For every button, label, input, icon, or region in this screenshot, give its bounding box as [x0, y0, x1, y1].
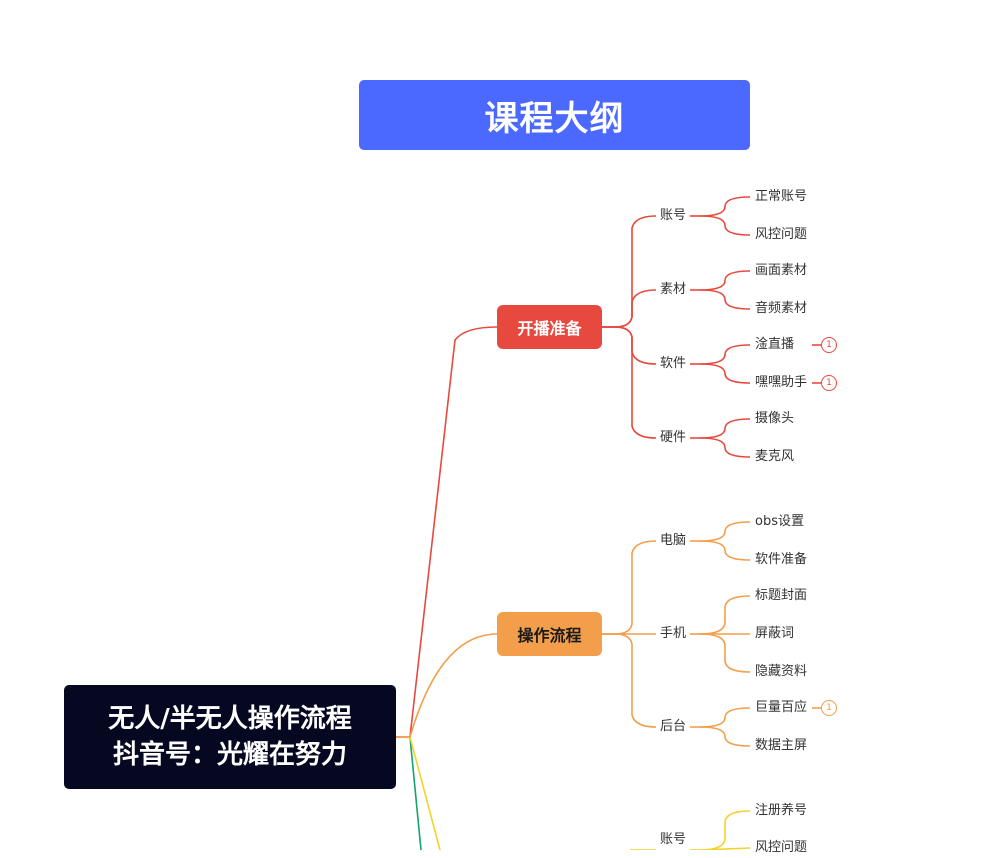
connector-root-preparation — [396, 326, 498, 738]
sub-node-backend[interactable]: 后台 — [660, 719, 687, 734]
leaf-juliang-baiying[interactable]: 巨量百应 — [755, 700, 808, 715]
connector-leaf — [699, 540, 751, 561]
leaf-title-cover[interactable]: 标题封面 — [755, 588, 808, 603]
count-badge[interactable]: 1 — [821, 337, 837, 353]
connector-leaf — [699, 344, 751, 365]
leaf-register-account[interactable]: 注册养号 — [755, 803, 808, 818]
connector-root-yellow — [409, 736, 441, 850]
sub-node-account[interactable]: 账号 — [660, 208, 687, 223]
count-badge[interactable]: 1 — [821, 700, 837, 716]
root-line-2: 抖音号：光耀在努力 — [112, 740, 347, 770]
leaf-live-software[interactable]: 淦直播 — [755, 337, 795, 352]
leaf-blocked-words[interactable]: 屏蔽词 — [755, 626, 795, 641]
leaf-software-prep[interactable]: 软件准备 — [755, 552, 808, 567]
title-banner: 课程大纲 — [359, 80, 750, 150]
leaf-microphone[interactable]: 麦克风 — [755, 449, 795, 464]
connector-leaf — [699, 270, 751, 291]
connector-leaf — [699, 418, 751, 439]
branch-node-operation[interactable]: 操作流程 — [497, 612, 602, 656]
connector-sub — [602, 215, 657, 328]
connector-leaf — [699, 521, 751, 542]
sub-node-account-2[interactable]: 账号 — [660, 832, 687, 847]
count-badge[interactable]: 1 — [821, 375, 837, 391]
leaf-video-material[interactable]: 画面素材 — [755, 263, 808, 278]
connector-root-operation — [396, 633, 498, 738]
connector-root-green — [409, 736, 422, 850]
sub-node-material[interactable]: 素材 — [660, 282, 687, 297]
leaf-camera[interactable]: 摄像头 — [755, 411, 795, 426]
sub-node-hardware[interactable]: 硬件 — [660, 430, 687, 445]
sub-node-software[interactable]: 软件 — [660, 356, 687, 371]
connector-leaf — [699, 215, 751, 236]
connector-leaf — [699, 633, 751, 673]
connector-leaf — [699, 289, 751, 310]
leaf-normal-account[interactable]: 正常账号 — [755, 189, 808, 204]
connector-leaf — [699, 437, 751, 458]
title-text: 课程大纲 — [484, 98, 625, 139]
connector-sub — [602, 326, 657, 365]
connector-sub — [602, 289, 657, 328]
connector-sub — [602, 326, 657, 439]
leaf-hidden-info[interactable]: 隐藏资料 — [755, 664, 808, 679]
connector-leaf — [699, 595, 751, 635]
leaf-audio-material[interactable]: 音频素材 — [755, 301, 808, 316]
connector-leaf — [699, 363, 751, 384]
leaf-data-screen[interactable]: 数据主屏 — [755, 738, 808, 753]
connector-leaf — [699, 707, 751, 728]
leaf-obs-settings[interactable]: obs设置 — [755, 514, 804, 529]
root-line-1: 无人/半无人操作流程 — [108, 704, 352, 734]
sub-node-phone[interactable]: 手机 — [660, 626, 687, 641]
connector-leaf — [699, 810, 751, 850]
leaf-risk-control-2[interactable]: 风控问题 — [755, 840, 808, 855]
connector-sub — [602, 540, 657, 635]
connector-leaf — [699, 726, 751, 747]
branch-label: 操作流程 — [517, 626, 582, 645]
connector-leaf — [699, 196, 751, 217]
leaf-risk-control[interactable]: 风控问题 — [755, 227, 808, 242]
root-node[interactable]: 无人/半无人操作流程 抖音号：光耀在努力 — [64, 685, 396, 789]
branch-node-preparation[interactable]: 开播准备 — [497, 305, 602, 349]
branch-label: 开播准备 — [517, 319, 582, 338]
sub-node-computer[interactable]: 电脑 — [660, 533, 687, 548]
connector-sub — [602, 633, 657, 728]
leaf-helper-software[interactable]: 嘿嘿助手 — [755, 375, 808, 390]
